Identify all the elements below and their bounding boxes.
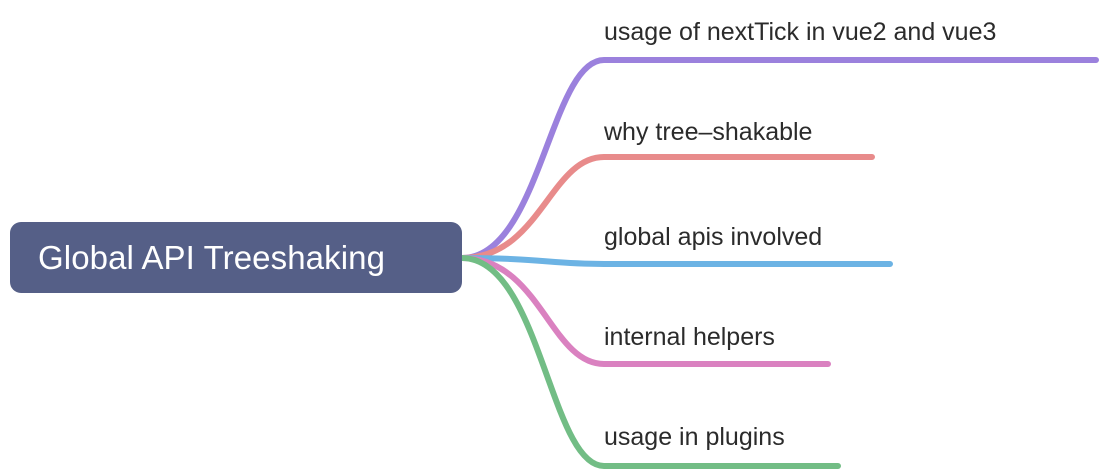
branch-node-label-0[interactable]: usage of nextTick in vue2 and vue3 [604, 18, 997, 46]
root-node[interactable]: Global API Treeshaking [10, 222, 462, 293]
branch-node-label-4[interactable]: usage in plugins [604, 423, 785, 451]
branch-connector-2 [459, 255, 893, 267]
root-node-label: Global API Treeshaking [38, 239, 386, 276]
branch-node-label-2[interactable]: global apis involved [604, 223, 823, 251]
branch-node-label-3[interactable]: internal helpers [604, 323, 775, 351]
branch-node-label-1[interactable]: why tree–shakable [604, 118, 813, 146]
